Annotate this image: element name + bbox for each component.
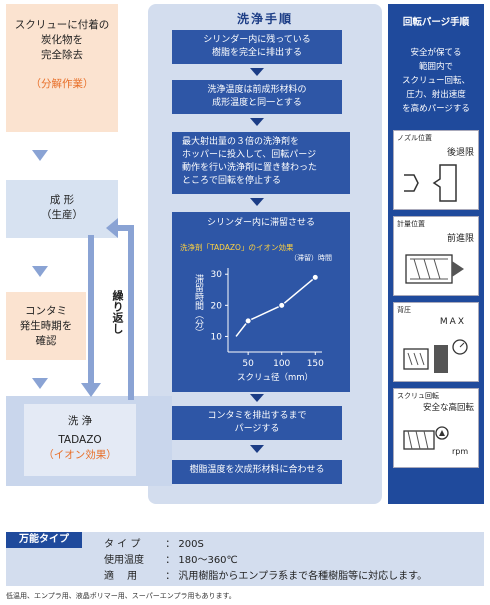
card-nozzle-value: 後退限 (446, 148, 474, 158)
data-point (278, 301, 286, 309)
disassemble-line-3: 完全除去 (41, 49, 83, 61)
right-intro: 安全が保てる 範囲内で スクリュー回転、 圧力、射出速度 を高めパージする (401, 48, 470, 114)
spec-value-type: 200S (178, 539, 204, 550)
step-4-panel (172, 212, 350, 392)
card-backpressure: 背圧 MAX (393, 302, 479, 382)
triangle-down-icon (32, 266, 48, 277)
backpressure-diagram-icon (403, 339, 468, 373)
chart-title: 洗浄剤「TADAZO」のイオン効果 (180, 242, 294, 252)
triangle-down-icon (32, 378, 48, 389)
wash-sub: （イオン効果） (43, 449, 117, 461)
data-point (244, 317, 252, 325)
contamination-line-3: 確認 (35, 335, 57, 347)
arrow-down-icon (250, 68, 264, 76)
colon-sep: ： (165, 539, 176, 550)
repeat-loop-arrows (81, 218, 134, 400)
spec-row-type: タ イ プ ： 200S (104, 537, 204, 553)
card-metering: 計量位置 前進限 (393, 216, 479, 296)
card-metering-label: 計量位置 (397, 220, 425, 228)
spec-row-apply: 適 用 ： 汎用樹脂からエンプラ系まで各種樹脂等に対応します。 (104, 569, 427, 585)
screw-rotation-icon (403, 426, 449, 450)
chart-ylabel: 滞留時間（分） (193, 274, 204, 337)
x-tick-label: 150 (307, 359, 324, 369)
y-tick-label: 30 (211, 270, 223, 280)
left-box-contamination: コンタミ 発生時期を 確認 (6, 292, 86, 360)
card-nozzle: ノズル位置 後退限 (393, 130, 479, 210)
spec-panel (6, 532, 484, 586)
series-line (235, 276, 316, 337)
step-5: コンタミを排出するまで パージする (172, 406, 342, 440)
right-title: 回転パージ手順 (402, 17, 470, 28)
disassemble-line-2: 炭化物を (41, 34, 83, 46)
left-box-disassemble: スクリューに付着の 炭化物を 完全除去 （分解作業） (6, 4, 118, 132)
spec-key-temp: 使用温度 (104, 555, 144, 566)
step-1: シリンダー内に残っている 樹脂を完全に排出する (172, 30, 342, 64)
contamination-line-1: コンタミ (25, 305, 67, 317)
card-nozzle-label: ノズル位置 (397, 134, 432, 142)
step-3: 最大射出量の３倍の洗浄剤を ホッパーに投入して、回転パージ 動作を行い洗浄剤に置… (172, 132, 350, 194)
card-rotation: スクリュ回転 安全な高回転 rpm (393, 388, 479, 468)
spec-key-apply: 適 用 (104, 571, 138, 582)
contamination-line-2: 発生時期を (19, 320, 73, 332)
colon-sep: ： (165, 555, 176, 566)
center-title: 洗浄手順 (236, 12, 293, 26)
x-tick-label: 100 (273, 359, 290, 369)
y-tick-label: 20 (211, 301, 223, 311)
triangle-down-icon (32, 150, 48, 161)
disassemble-sub: （分解作業） (30, 78, 94, 90)
arrow-down-icon (250, 118, 264, 126)
screw-forward-icon (405, 254, 464, 284)
card-backpressure-value: MAX (439, 317, 466, 327)
colon-sep: ： (165, 571, 176, 582)
card-backpressure-label: 背圧 (397, 306, 411, 314)
arrow-down-icon (250, 394, 264, 402)
left-box-molding: 成 形 （生産） (6, 180, 118, 238)
data-point (311, 273, 319, 281)
spec-row-temp: 使用温度 ： 180〜360℃ (104, 553, 238, 569)
spec-footnote: 低温用、エンプラ用、液晶ポリマー用、スーパーエンプラ用もあります。 (6, 592, 236, 600)
y-tick-label: 10 (211, 332, 223, 342)
wash-brand: TADAZO (58, 434, 102, 446)
left-box-wash: 洗 浄 TADAZO （イオン効果） (24, 404, 136, 476)
rpm-label: rpm (452, 447, 469, 456)
card-rotation-label: スクリュ回転 (397, 392, 439, 400)
arrow-down-icon (250, 198, 264, 206)
disassemble-line-1: スクリューに付着の (14, 19, 110, 31)
chart-subtitle: （滞留）時間 (290, 253, 332, 262)
nozzle-diagram-icon (404, 164, 457, 202)
step-4-label: シリンダー内に滞留させる (206, 218, 315, 228)
spec-key-type: タ イ プ (104, 539, 141, 550)
step-2: 洗浄温度は前成形材料の 成形温度と同一とする (172, 80, 342, 114)
x-tick-label: 50 (242, 359, 254, 369)
spec-value-temp: 180〜360℃ (178, 555, 238, 566)
spec-tag: 万能タイプ (6, 532, 82, 548)
step-6: 樹脂温度を次成形材料に合わせる (172, 460, 342, 484)
repeat-label: 繰り返し (111, 290, 124, 334)
chart-xlabel: スクリュ径（mm） (237, 372, 313, 383)
arrow-down-icon (250, 445, 264, 453)
wash-title: 洗 浄 (67, 415, 93, 427)
card-rotation-value: 安全な高回転 (422, 403, 474, 413)
spec-value-apply: 汎用樹脂からエンプラ系まで各種樹脂等に対応します。 (178, 571, 428, 582)
card-metering-value: 前進限 (446, 234, 474, 244)
